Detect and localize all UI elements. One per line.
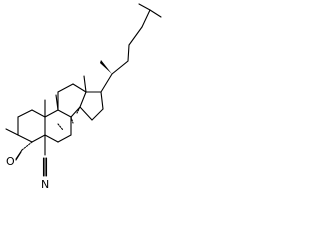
hashed-bond: [21, 141, 33, 151]
bond: [57, 134, 72, 143]
bond: [70, 106, 81, 118]
wedge-bond: [100, 60, 112, 74]
bond: [91, 108, 104, 121]
methyl-bond: [5, 128, 19, 136]
bond: [149, 9, 162, 18]
bond: [57, 83, 74, 93]
bond: [72, 83, 87, 93]
side-chain: [111, 3, 162, 75]
molecule-structure: O N: [0, 0, 163, 199]
methyl-bond: [83, 75, 87, 93]
bond: [31, 109, 46, 118]
ring-a: [17, 109, 46, 143]
ring-b: [44, 109, 72, 143]
methyl-bond: [55, 94, 59, 111]
bond: [79, 106, 93, 121]
bond: [127, 44, 130, 62]
bond: [44, 134, 59, 143]
bond: [17, 109, 33, 118]
bond: [31, 134, 46, 143]
hashed-bond: [57, 123, 64, 131]
ring-d: [79, 91, 104, 121]
canvas-background: [0, 0, 163, 199]
bond: [44, 109, 59, 118]
bond: [138, 3, 151, 11]
bond: [100, 91, 104, 110]
bond: [128, 26, 143, 46]
bond: [111, 60, 129, 75]
bond: [141, 9, 151, 28]
bond: [57, 109, 72, 118]
nitrogen-label: N: [41, 178, 49, 191]
bond: [17, 134, 33, 143]
double-bond: [15, 151, 22, 161]
bond: [79, 91, 87, 108]
bond: [100, 73, 113, 93]
oxygen-label: O: [6, 155, 15, 168]
